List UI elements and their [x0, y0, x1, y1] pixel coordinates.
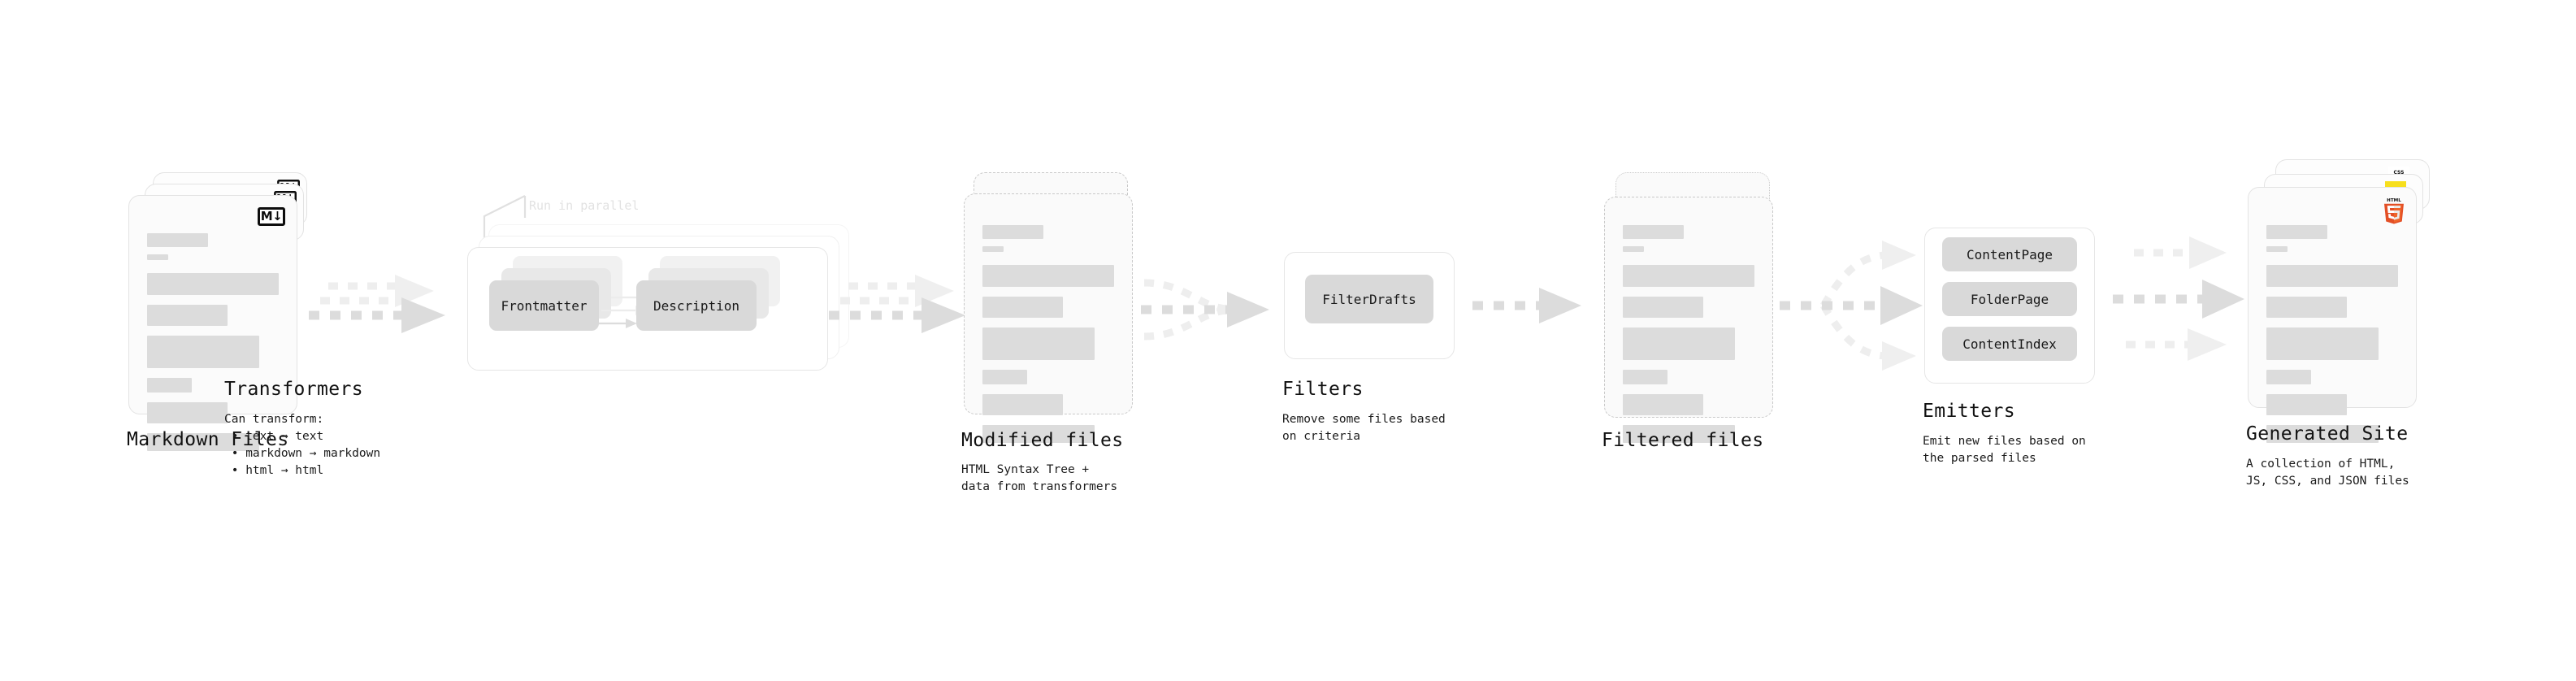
- arrow-markdown-to-transformers: [309, 275, 445, 333]
- file-content-placeholder: [1623, 225, 1754, 450]
- placeholder-bar: [2266, 370, 2312, 384]
- arrow-filtered-to-emitters: [1780, 241, 1923, 371]
- stage-title-filtered-files: Filtered files: [1602, 430, 1764, 451]
- stage-title-generated-site: Generated Site: [2246, 423, 2409, 445]
- emitter-chip-contentindex[interactable]: ContentIndex: [1942, 327, 2077, 361]
- placeholder-bar: [1623, 327, 1735, 360]
- placeholder-bar: [982, 370, 1028, 384]
- arrow-modified-to-filters: [1141, 279, 1269, 340]
- filtered-file-card-front: [1604, 197, 1773, 443]
- stage-subtitle-filters: Remove some files based on criteria: [1282, 413, 1446, 443]
- svg-text:HTML: HTML: [2387, 198, 2401, 203]
- css-icon-label: CSS: [2393, 170, 2405, 176]
- stage-subtitle-transformers: Can transform: • text → text • markdown …: [224, 413, 381, 477]
- stage-title-modified-files: Modified files: [961, 430, 1124, 451]
- stage-subtitle-emitters: Emit new files based on the parsed files: [1923, 435, 2086, 465]
- placeholder-bar: [982, 225, 1043, 239]
- placeholder-bar: [147, 254, 168, 260]
- arrow-transformers-to-modified: [829, 275, 965, 333]
- markdown-icon: M↓: [258, 207, 285, 226]
- placeholder-bar: [147, 273, 279, 295]
- run-in-parallel-label: Run in parallel: [529, 198, 640, 213]
- placeholder-bar: [147, 378, 193, 393]
- placeholder-bar: [982, 425, 1095, 443]
- placeholder-bar: [2266, 394, 2347, 415]
- placeholder-bar: [147, 233, 208, 247]
- placeholder-bar: [2266, 297, 2347, 318]
- placeholder-bar: [982, 327, 1095, 360]
- placeholder-bar: [2266, 246, 2288, 252]
- modified-file-card-front: [964, 193, 1133, 443]
- file-content-placeholder: [2266, 225, 2398, 450]
- placeholder-bar: [2266, 265, 2398, 287]
- file-content-placeholder: [147, 233, 279, 458]
- filter-chip-filterdrafts[interactable]: FilterDrafts: [1305, 275, 1433, 323]
- stage-title-transformers-real: Transformers: [224, 379, 363, 400]
- generated-site-card-front: HTML: [2248, 187, 2417, 443]
- placeholder-bar: [2266, 225, 2327, 239]
- stage-subtitle-generated-site: A collection of HTML, JS, CSS, and JSON …: [2246, 458, 2409, 488]
- arrow-filters-to-filtered: [1472, 288, 1581, 323]
- transformer-chip-frontmatter[interactable]: Frontmatter: [489, 280, 599, 331]
- placeholder-bar: [982, 394, 1063, 415]
- placeholder-bar: [2266, 327, 2379, 360]
- file-content-placeholder: [982, 225, 1114, 450]
- placeholder-bar: [1623, 370, 1668, 384]
- placeholder-bar: [147, 336, 259, 368]
- stage-title-filters: Filters: [1282, 379, 1364, 400]
- placeholder-bar: [147, 402, 228, 423]
- html5-icon: HTML: [2382, 196, 2406, 228]
- placeholder-bar: [1623, 225, 1684, 239]
- transformer-chip-description[interactable]: Description: [636, 280, 757, 331]
- arrow-emitters-to-site: [2113, 236, 2244, 361]
- placeholder-bar: [1623, 394, 1703, 415]
- placeholder-bar: [1623, 297, 1703, 318]
- parallel-brace: [483, 195, 527, 242]
- placeholder-bar: [982, 265, 1114, 287]
- markdown-file-card-front: M↓: [128, 195, 297, 451]
- placeholder-bar: [147, 433, 259, 451]
- placeholder-bar: [1623, 265, 1754, 287]
- stage-title-markdown-files: Markdown Files: [127, 429, 289, 450]
- placeholder-bar: [982, 246, 1004, 252]
- placeholder-bar: [982, 297, 1063, 318]
- placeholder-bar: [147, 305, 228, 326]
- stage-title-emitters: Emitters: [1923, 401, 2015, 422]
- emitter-chip-folderpage[interactable]: FolderPage: [1942, 282, 2077, 316]
- placeholder-bar: [2266, 425, 2379, 443]
- placeholder-bar: [1623, 425, 1735, 443]
- stage-subtitle-modified-files: HTML Syntax Tree + data from transformer…: [961, 463, 1118, 493]
- placeholder-bar: [1623, 246, 1644, 252]
- emitter-chip-contentpage[interactable]: ContentPage: [1942, 237, 2077, 271]
